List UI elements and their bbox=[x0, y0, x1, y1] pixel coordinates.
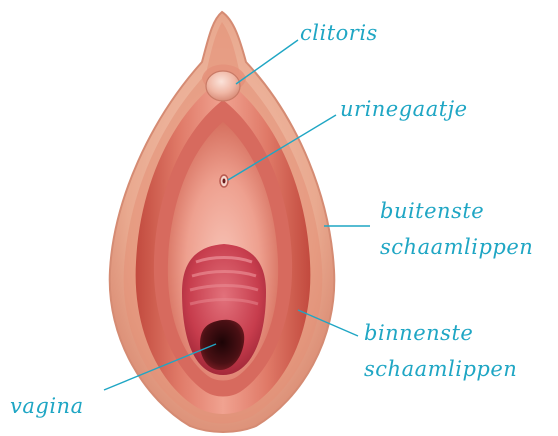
label-inner-labia-line2: schaamlippen bbox=[364, 356, 517, 382]
label-urethral-opening: urinegaatje bbox=[340, 96, 468, 122]
label-clitoris: clitoris bbox=[300, 20, 378, 46]
label-outer-labia-line2: schaamlippen bbox=[380, 234, 533, 260]
label-outer-labia-line1: buitenste bbox=[380, 198, 484, 224]
label-vagina: vagina bbox=[10, 393, 84, 419]
label-inner-labia-line1: binnenste bbox=[364, 320, 473, 346]
clitoris-shape bbox=[206, 71, 240, 101]
